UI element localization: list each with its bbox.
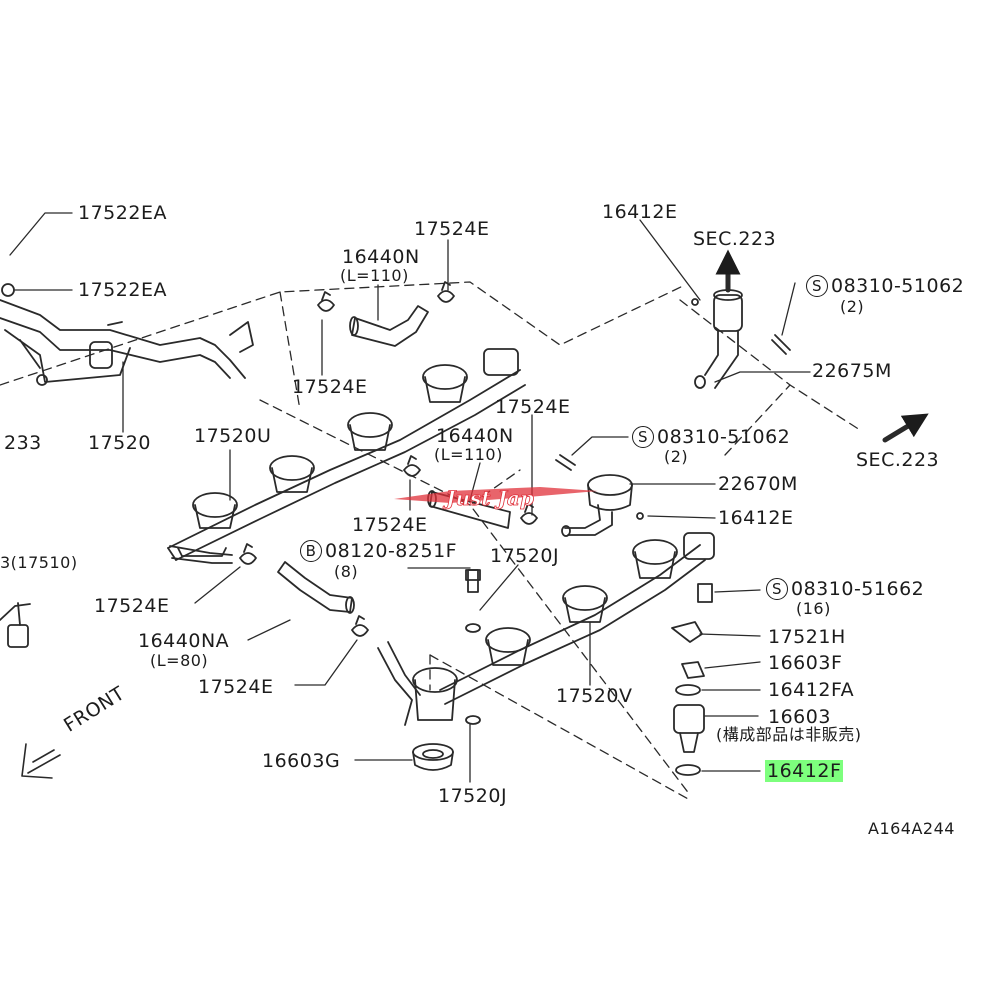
- insulator-16603G: [412, 743, 454, 771]
- circle-s-icon: S: [806, 275, 828, 297]
- label-16440N-upper-length: (L=110): [340, 266, 409, 285]
- label-17522EA-second: 17522EA: [78, 279, 167, 301]
- label-16603: 16603: [768, 706, 831, 728]
- injector-group: [671, 583, 713, 776]
- circle-b-icon: B: [300, 540, 322, 562]
- label-16440NA-length: (L=80): [150, 651, 209, 670]
- svg-text:Just Jap: Just Jap: [442, 486, 534, 510]
- label-16412E-middle: 16412E: [718, 507, 794, 529]
- pressure-regulator-22675M: [691, 289, 791, 389]
- fuel-rail-upper: [167, 348, 526, 561]
- label-17524E-middle: 17524E: [495, 396, 571, 418]
- label-16603G: 16603G: [262, 750, 341, 772]
- label-16440N-upper: 16440N: [342, 246, 420, 268]
- dashed-assembly-lines: [0, 281, 861, 801]
- hose-16440NA: [169, 545, 355, 614]
- bolts-08120-8251F: [465, 569, 481, 725]
- label-08310-51062-top-qty: (2): [840, 297, 865, 316]
- label-08120-8251F-qty: (8): [334, 562, 359, 581]
- label-17524E-top: 17524E: [414, 218, 490, 240]
- watermark-logo: Just Jap: [394, 486, 598, 510]
- label-17510: 3(17510): [0, 553, 78, 572]
- arrow-icons: [21, 249, 929, 779]
- label-17520: 17520: [88, 432, 151, 454]
- label-17524E-left-lower: 17524E: [94, 595, 170, 617]
- label-16412F-highlighted: 16412F: [765, 760, 844, 782]
- label-17524E-center: 17524E: [352, 514, 428, 536]
- label-16603-note: (構成部品は非販売): [716, 725, 862, 744]
- label-17524E-bottom: 17524E: [198, 676, 274, 698]
- label-08310-51662-qty: (16): [796, 599, 831, 618]
- label-233: 233: [4, 432, 42, 454]
- label-16440N-middle-length: (L=110): [434, 445, 503, 464]
- fuel-rail-lower: [377, 532, 715, 726]
- pressure-regulator-22670M: [555, 454, 644, 537]
- circle-s-icon-3: S: [766, 578, 788, 600]
- label-17520U: 17520U: [194, 425, 272, 447]
- label-16412E-top: 16412E: [602, 201, 678, 223]
- circle-s-icon-2: S: [632, 426, 654, 448]
- label-sec223-right: SEC.223: [856, 449, 940, 471]
- harness-connector: [0, 602, 31, 648]
- label-22670M: 22670M: [718, 473, 798, 495]
- hose-16440N-upper: [349, 305, 429, 347]
- diagram-id: A164A244: [868, 819, 955, 838]
- label-08310-51062-middle-qty: (2): [664, 447, 689, 466]
- label-17524E-left-upper: 17524E: [292, 376, 368, 398]
- label-17520J-top: 17520J: [490, 545, 560, 567]
- label-17520J-bottom: 17520J: [438, 785, 508, 807]
- label-sec223-top: SEC.223: [693, 228, 777, 250]
- label-17521H: 17521H: [768, 626, 846, 648]
- label-17520V: 17520V: [556, 685, 633, 707]
- label-17522EA-top: 17522EA: [78, 202, 167, 224]
- label-16440NA: 16440NA: [138, 630, 230, 652]
- label-16603F: 16603F: [768, 652, 843, 674]
- label-22675M: 22675M: [812, 360, 892, 382]
- label-16412FA: 16412FA: [768, 679, 855, 701]
- leader-lines: [9, 212, 811, 783]
- label-16440N-middle: 16440N: [436, 425, 514, 447]
